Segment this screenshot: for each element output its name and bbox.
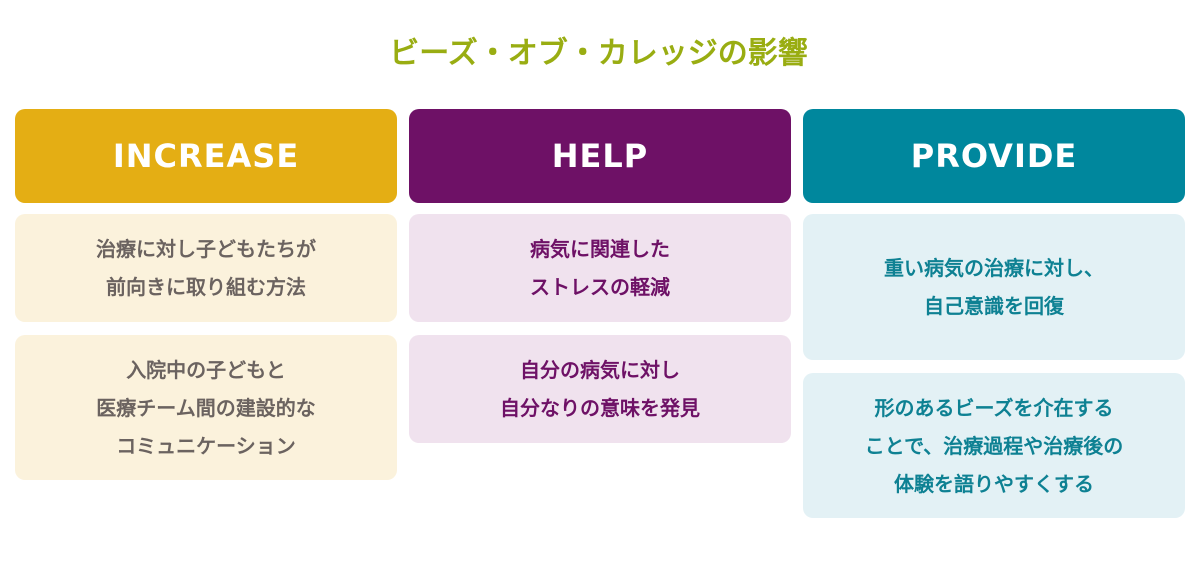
card-line: 病気に関連した xyxy=(530,237,670,261)
column-increase: INCREASE 治療に対し子どもたちが 前向きに取り組む方法 入院中の子どもと… xyxy=(15,109,397,480)
provide-header: PROVIDE xyxy=(803,109,1185,203)
card-line: 前向きに取り組む方法 xyxy=(106,275,306,299)
card-line: 治療に対し子どもたちが xyxy=(96,237,316,261)
card-line: 自分なりの意味を発見 xyxy=(500,396,700,420)
help-card: 自分の病気に対し 自分なりの意味を発見 xyxy=(409,335,791,443)
card-line: 自分の病気に対し xyxy=(520,358,680,382)
card-line: 重い病気の治療に対し、 xyxy=(884,256,1104,280)
card-line: 医療チーム間の建設的な xyxy=(96,395,316,420)
card-line: コミュニケーション xyxy=(116,433,296,458)
increase-card: 入院中の子どもと 医療チーム間の建設的な コミュニケーション xyxy=(15,335,397,480)
help-header: HELP xyxy=(409,109,791,203)
page-title: ビーズ・オブ・カレッジの影響 xyxy=(389,36,808,71)
card-line: 体験を語りやすくする xyxy=(894,471,1094,496)
card-line: ことで、治療過程や治療後の xyxy=(864,433,1124,458)
column-help: HELP 病気に関連した ストレスの軽減 自分の病気に対し 自分なりの意味を発見 xyxy=(409,109,791,443)
card-line: 入院中の子どもと xyxy=(126,357,286,382)
column-provide: PROVIDE 重い病気の治療に対し、 自己意識を回復 形のあるビーズを介在する… xyxy=(803,109,1185,518)
provide-card: 重い病気の治療に対し、 自己意識を回復 xyxy=(803,214,1185,360)
card-line: 自己意識を回復 xyxy=(924,294,1064,318)
card-line: ストレスの軽減 xyxy=(530,275,670,299)
provide-card: 形のあるビーズを介在する ことで、治療過程や治療後の 体験を語りやすくする xyxy=(803,373,1185,518)
increase-header: INCREASE xyxy=(15,109,397,203)
help-card: 病気に関連した ストレスの軽減 xyxy=(409,214,791,322)
increase-card: 治療に対し子どもたちが 前向きに取り組む方法 xyxy=(15,214,397,322)
card-line: 形のあるビーズを介在する xyxy=(874,395,1114,420)
